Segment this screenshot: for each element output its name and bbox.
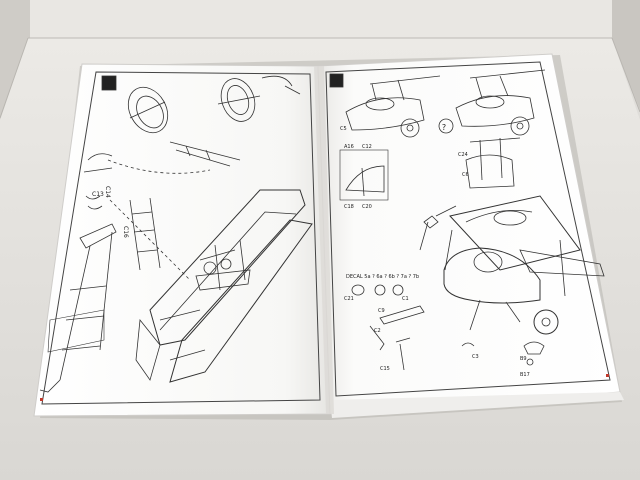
part-a16: A16	[344, 144, 354, 150]
right-page-drawings	[329, 69, 605, 371]
part-c20: C20	[362, 204, 372, 210]
right-corner-mark	[606, 374, 609, 377]
part-c1: C1	[402, 296, 409, 302]
right-page-edge	[330, 392, 624, 418]
part-b9: B9	[520, 356, 527, 362]
left-part-label-2: C14	[104, 186, 111, 198]
left-page-drawings	[39, 75, 313, 393]
right-step-number: 9	[333, 78, 339, 88]
left-corner-mark	[40, 398, 43, 401]
part-c18: C18	[344, 204, 354, 210]
decal-text: DECAL 5a ? 6a ? 6b ? 7a ? 7b	[346, 274, 419, 280]
box-back-wall	[0, 0, 640, 38]
part-b17: B17	[520, 372, 530, 378]
part-c2: C2	[374, 328, 381, 334]
left-page-frame	[41, 71, 321, 405]
left-page	[33, 63, 331, 417]
right-page-frame	[325, 61, 611, 397]
left-part-label-3: C13	[92, 191, 104, 198]
part-c9: C9	[378, 308, 385, 314]
part-c15: C15	[380, 366, 390, 372]
spine	[314, 66, 334, 414]
box-right-wall	[612, 0, 640, 110]
left-step-number: 8	[104, 81, 110, 91]
part-c5: C5	[340, 126, 347, 132]
part-c3: C3	[472, 354, 479, 360]
left-step-badge	[101, 75, 117, 91]
left-part-label-1: C16	[122, 226, 129, 238]
question-mark: ?	[442, 123, 446, 132]
part-c24: C24	[458, 152, 468, 158]
part-c12: C12	[362, 144, 372, 150]
right-step-badge	[329, 73, 344, 88]
part-c21: C21	[344, 296, 354, 302]
box-left-wall	[0, 0, 30, 120]
part-c6: C6	[462, 172, 469, 178]
